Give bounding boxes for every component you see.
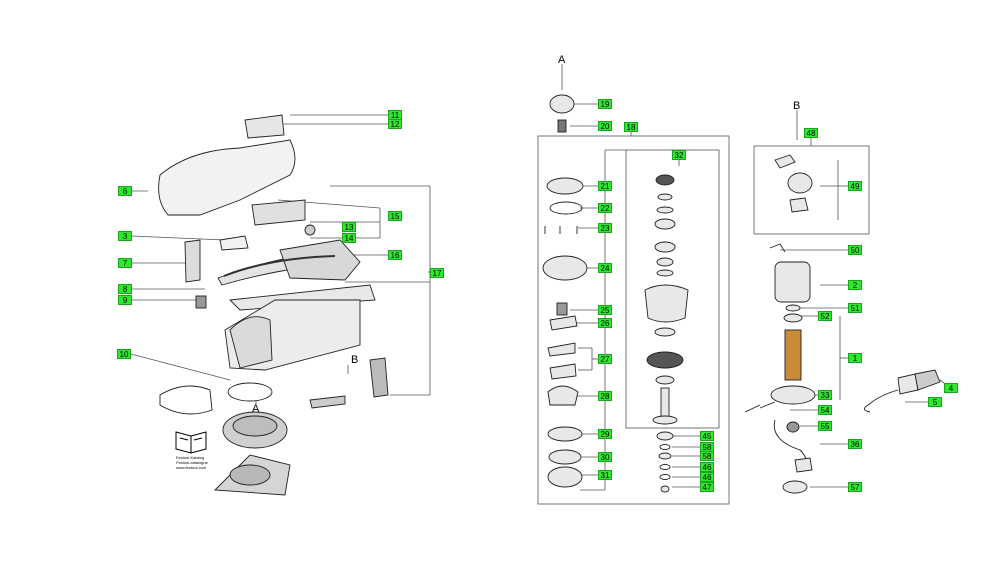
part-tag-3[interactable]: 3 (118, 231, 132, 241)
catalog-line-1: Festool-Katalog (176, 455, 205, 460)
part-tag-4[interactable]: 4 (944, 383, 958, 393)
part-tag-19[interactable]: 19 (598, 99, 612, 109)
part-tag-50[interactable]: 50 (848, 245, 862, 255)
part-tag-45[interactable]: 45 (700, 431, 714, 441)
catalog-book-icon (175, 431, 207, 454)
part-tag-21[interactable]: 21 (598, 181, 612, 191)
part-tag-47[interactable]: 47 (700, 482, 714, 492)
part-tag-49[interactable]: 49 (848, 181, 862, 191)
part-tag-5[interactable]: 5 (928, 397, 942, 407)
catalog-line-3: www.festool.com (176, 465, 207, 470)
part-tag-33[interactable]: 33 (818, 390, 832, 400)
part-tag-30[interactable]: 30 (598, 452, 612, 462)
part-tag-31[interactable]: 31 (598, 470, 612, 480)
part-tag-8[interactable]: 8 (118, 284, 132, 294)
part-tag-27[interactable]: 27 (598, 354, 612, 364)
part-tag-28[interactable]: 28 (598, 391, 612, 401)
part-tag-52[interactable]: 52 (818, 311, 832, 321)
view-marker-b-mid: B (351, 354, 359, 366)
part-tag-46-a[interactable]: 46 (700, 462, 714, 472)
part-tag-48[interactable]: 48 (804, 128, 818, 138)
part-tag-6[interactable]: 6 (118, 186, 132, 196)
part-tag-29[interactable]: 29 (598, 429, 612, 439)
part-tag-54[interactable]: 54 (818, 405, 832, 415)
part-tag-24[interactable]: 24 (598, 263, 612, 273)
part-tag-26[interactable]: 26 (598, 318, 612, 328)
view-marker-a-top: A (558, 54, 566, 66)
catalog-line-2: Festool-catalogue (176, 460, 208, 465)
part-tag-12[interactable]: 12 (388, 119, 402, 129)
part-tag-55[interactable]: 55 (818, 421, 832, 431)
part-tag-18[interactable]: 18 (624, 122, 638, 132)
part-tag-16[interactable]: 16 (388, 250, 402, 260)
part-tag-9[interactable]: 9 (118, 295, 132, 305)
part-tag-13[interactable]: 13 (342, 222, 356, 232)
catalog-text: Festool-Katalog Festool-catalogue www.fe… (176, 455, 208, 470)
part-tag-1[interactable]: 1 (848, 353, 862, 363)
part-tag-32[interactable]: 32 (672, 150, 686, 160)
part-tag-17[interactable]: 17 (430, 268, 444, 278)
part-tag-14[interactable]: 14 (342, 233, 356, 243)
part-tag-25[interactable]: 25 (598, 305, 612, 315)
part-tag-10[interactable]: 10 (117, 349, 131, 359)
part-tag-51[interactable]: 51 (848, 303, 862, 313)
part-tag-2[interactable]: 2 (848, 280, 862, 290)
view-marker-a-bottom: A (252, 403, 260, 415)
part-tag-22[interactable]: 22 (598, 203, 612, 213)
part-tag-46-b[interactable]: 46 (700, 472, 714, 482)
part-tag-58-b[interactable]: 58 (700, 451, 714, 461)
part-tag-23[interactable]: 23 (598, 223, 612, 233)
part-tag-20[interactable]: 20 (598, 121, 612, 131)
part-tag-36[interactable]: 36 (848, 439, 862, 449)
view-marker-b-top: B (793, 100, 801, 112)
part-tag-7[interactable]: 7 (118, 258, 132, 268)
part-tag-57[interactable]: 57 (848, 482, 862, 492)
part-tag-15[interactable]: 15 (388, 211, 402, 221)
